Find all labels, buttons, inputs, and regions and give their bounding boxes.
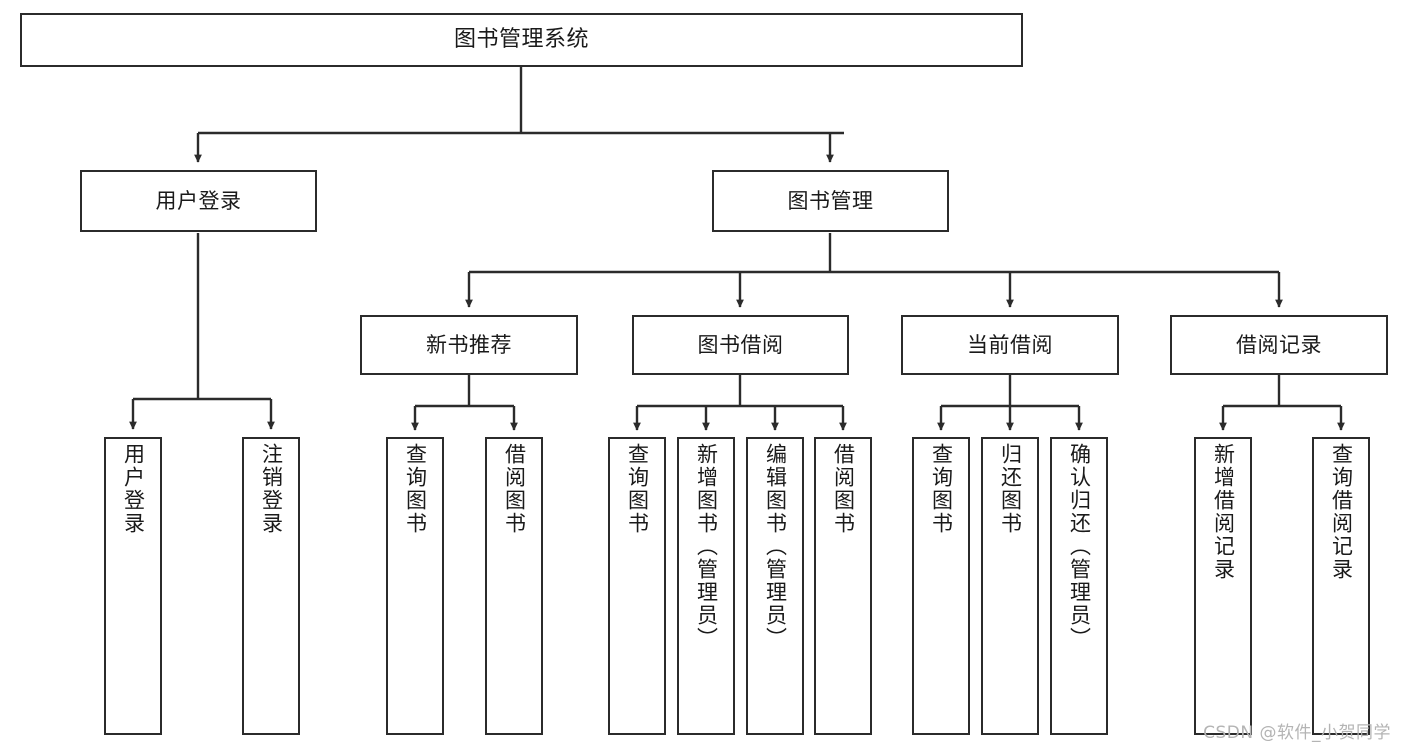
node-label: 查询图书	[625, 443, 650, 535]
node-label: 新书推荐	[426, 332, 512, 357]
leaf-record-query-record[interactable]: 查询借阅记录	[1312, 437, 1370, 735]
node-label: 借阅图书	[831, 443, 856, 535]
node-borrow-record[interactable]: 借阅记录	[1170, 315, 1388, 375]
node-root-system[interactable]: 图书管理系统	[20, 13, 1023, 67]
node-book-borrow[interactable]: 图书借阅	[632, 315, 849, 375]
node-label: 当前借阅	[967, 332, 1053, 357]
node-label: 图书管理	[787, 188, 874, 213]
leaf-current-query-book[interactable]: 查询图书	[912, 437, 970, 735]
leaf-borrow-edit-book-admin[interactable]: 编辑图书（管理员）	[746, 437, 804, 735]
leaf-current-return-book[interactable]: 归还图书	[981, 437, 1039, 735]
node-label: 图书管理系统	[453, 27, 589, 53]
leaf-borrow-query-book[interactable]: 查询图书	[608, 437, 666, 735]
node-label: 注销登录	[259, 443, 284, 535]
node-label: 查询借阅记录	[1329, 443, 1354, 581]
node-label: 确认归还（管理员）	[1067, 443, 1092, 650]
leaf-recommend-query-book[interactable]: 查询图书	[386, 437, 444, 735]
node-new-book-recommend[interactable]: 新书推荐	[360, 315, 578, 375]
leaf-recommend-borrow-book[interactable]: 借阅图书	[485, 437, 543, 735]
node-current-borrow[interactable]: 当前借阅	[901, 315, 1119, 375]
node-label: 用户登录	[155, 188, 242, 213]
watermark: CSDN @软件_小贺同学	[1203, 723, 1391, 743]
node-label: 新增借阅记录	[1211, 443, 1236, 581]
leaf-borrow-borrow-book[interactable]: 借阅图书	[814, 437, 872, 735]
node-book-management[interactable]: 图书管理	[712, 170, 949, 232]
leaf-user-login-signout[interactable]: 注销登录	[242, 437, 300, 735]
node-label: 新增图书（管理员）	[694, 443, 719, 650]
node-user-login[interactable]: 用户登录	[80, 170, 317, 232]
node-label: 归还图书	[998, 443, 1023, 535]
node-label: 图书借阅	[697, 332, 784, 357]
leaf-user-login-signin[interactable]: 用户登录	[104, 437, 162, 735]
node-label: 查询图书	[929, 443, 954, 535]
leaf-current-confirm-return-admin[interactable]: 确认归还（管理员）	[1050, 437, 1108, 735]
leaf-borrow-add-book-admin[interactable]: 新增图书（管理员）	[677, 437, 735, 735]
leaf-record-add-record[interactable]: 新增借阅记录	[1194, 437, 1252, 735]
node-label: 借阅图书	[502, 443, 527, 535]
node-label: 用户登录	[121, 443, 146, 535]
node-label: 借阅记录	[1236, 332, 1322, 357]
node-label: 编辑图书（管理员）	[763, 443, 788, 650]
node-label: 查询图书	[403, 443, 428, 535]
